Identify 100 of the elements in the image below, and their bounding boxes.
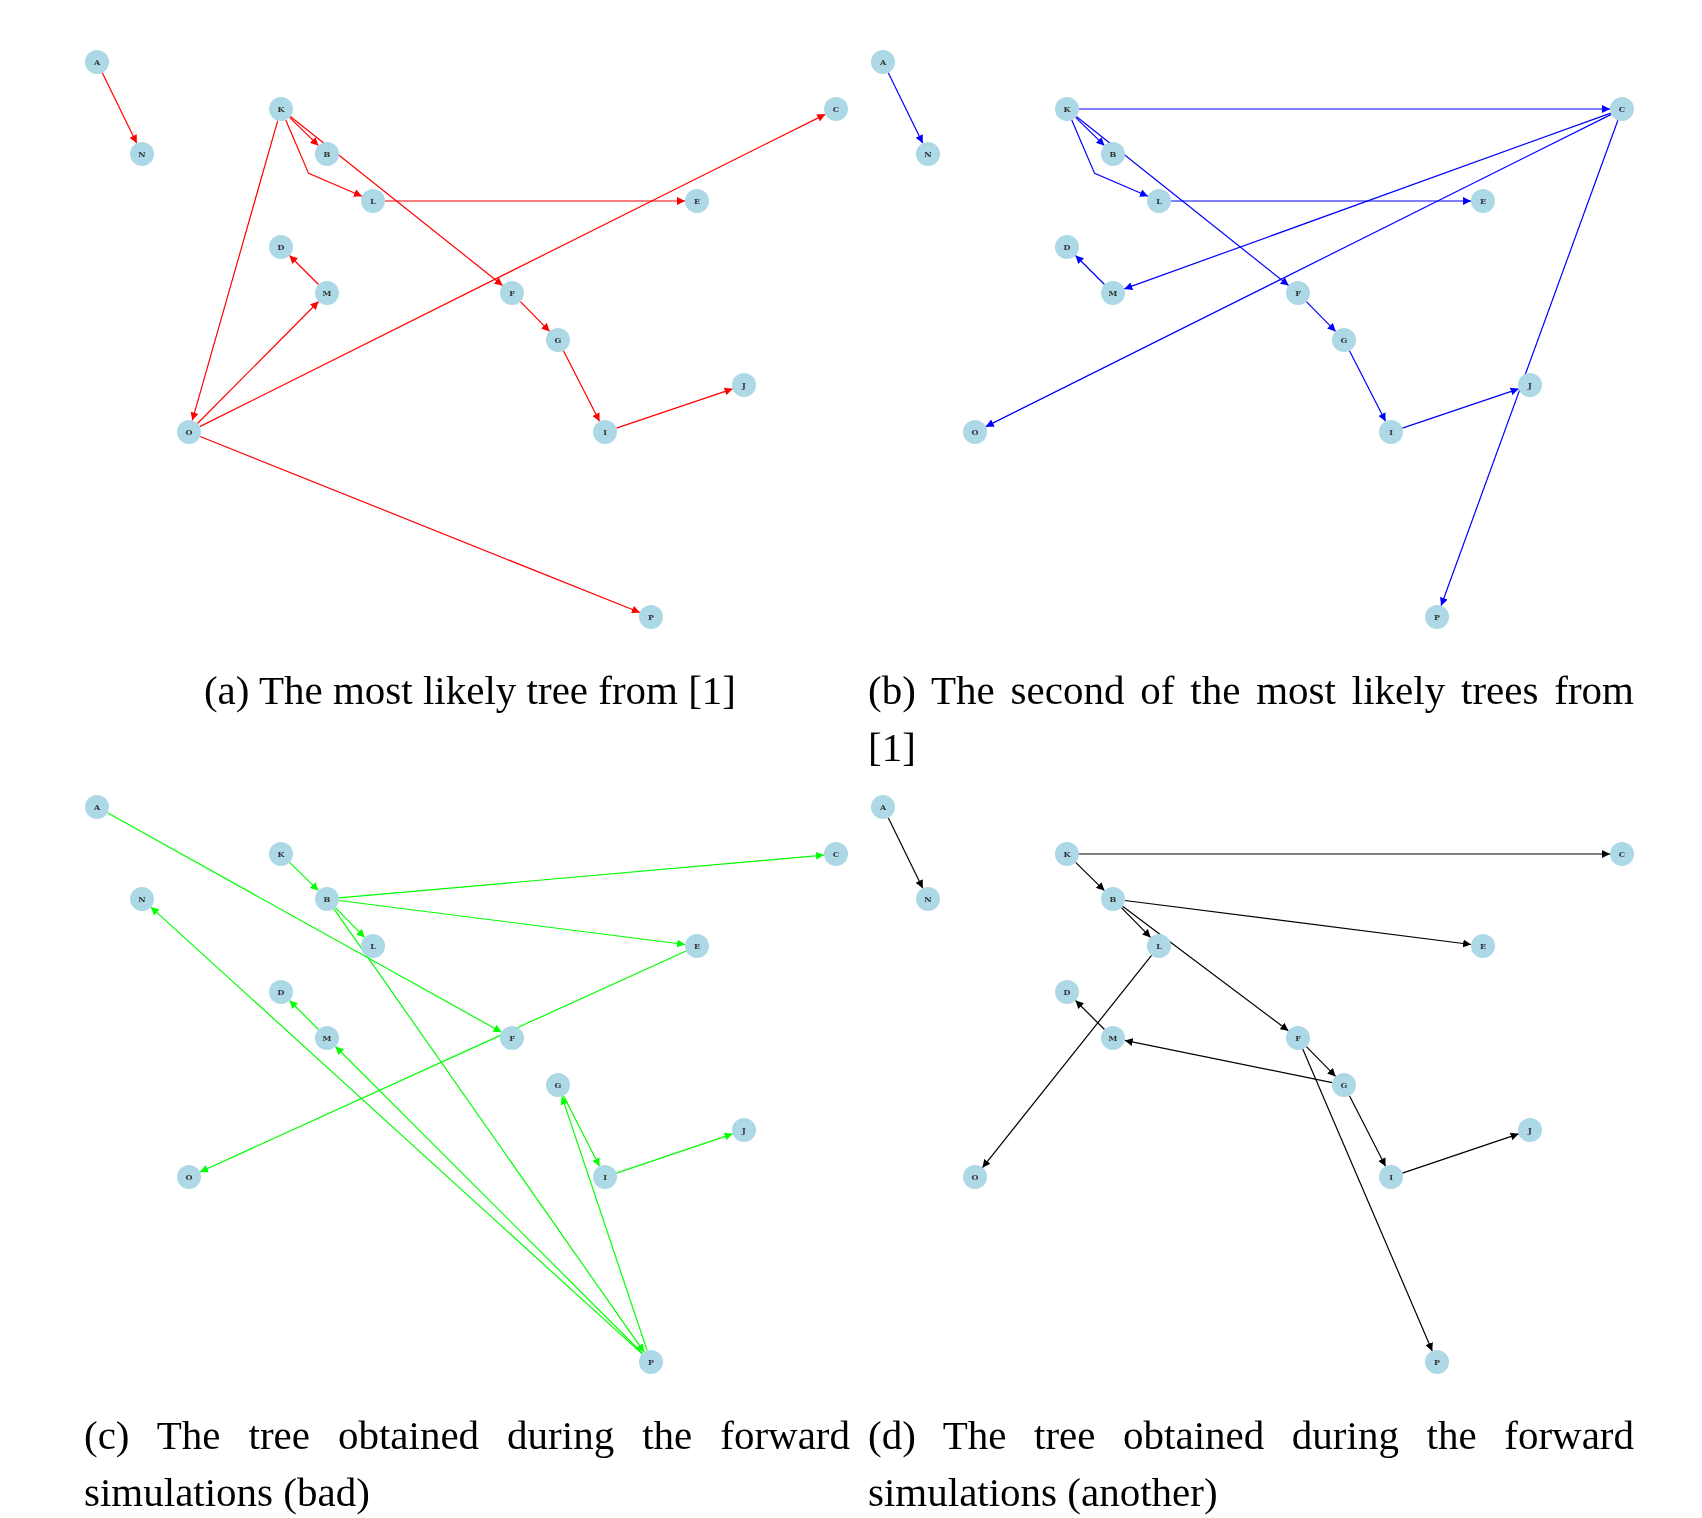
graph-node: L	[1147, 189, 1171, 213]
arrow	[1074, 254, 1106, 286]
arrow	[615, 1132, 734, 1174]
graph-node: F	[1286, 281, 1310, 305]
graph-node: J	[1518, 373, 1542, 397]
arrow	[1075, 116, 1105, 147]
arrow	[1302, 1048, 1433, 1352]
graph-node: E	[1471, 934, 1495, 958]
caption: (b) The second of the most likely trees from [1]	[868, 666, 1634, 772]
graph-node: E	[685, 189, 709, 213]
arrow	[334, 1045, 644, 1355]
arrow	[1348, 1095, 1387, 1167]
graph-node: J	[1518, 1118, 1542, 1142]
graph-node: D	[1055, 235, 1079, 259]
graph-node: C	[824, 97, 848, 121]
graph-node: N	[130, 887, 154, 911]
arrow	[615, 387, 734, 429]
arrow	[562, 350, 601, 422]
graph-node: A	[85, 795, 109, 819]
graph-node: J	[732, 373, 756, 397]
arrow	[562, 1095, 601, 1167]
arrow	[985, 113, 1612, 428]
graph-node: P	[639, 1350, 663, 1374]
arrow	[1074, 999, 1106, 1031]
arrow	[199, 950, 687, 1173]
arrow	[560, 1095, 648, 1352]
graph-node: F	[1286, 1026, 1310, 1050]
graph-node: D	[1055, 980, 1079, 1004]
graph-node: A	[871, 795, 895, 819]
graph-node: L	[361, 934, 385, 958]
graph-node: K	[1055, 842, 1079, 866]
arrow	[384, 197, 686, 205]
graph-node: D	[269, 980, 293, 1004]
arrow	[190, 119, 279, 422]
graph-node: I	[1379, 420, 1403, 444]
graph-node: L	[361, 189, 385, 213]
arrow	[338, 851, 825, 899]
arrow	[887, 817, 924, 889]
arrow	[1078, 850, 1611, 858]
arrow	[101, 72, 138, 144]
arrow	[1071, 119, 1149, 197]
arrow	[199, 113, 826, 428]
graph-node: K	[269, 97, 293, 121]
caption: (a) The most likely tree from [1]	[202, 666, 738, 715]
graph-node: I	[1379, 1165, 1403, 1189]
arrow	[1305, 300, 1337, 333]
arrow	[1122, 905, 1289, 1032]
arrow	[1170, 197, 1472, 205]
arrow	[1123, 112, 1612, 290]
graph-node: G	[1332, 1073, 1356, 1097]
graph-node: O	[963, 420, 987, 444]
arrow	[338, 899, 686, 948]
graph-node: K	[1055, 97, 1079, 121]
arrow	[1440, 119, 1619, 607]
graph-node: L	[1147, 934, 1171, 958]
graph-node: P	[1425, 605, 1449, 629]
graph-node: A	[871, 50, 895, 74]
arrow	[288, 116, 320, 147]
graph-node: J	[732, 1118, 756, 1142]
graph-node: P	[1425, 1350, 1449, 1374]
arrow	[106, 812, 503, 1033]
arrow	[1075, 115, 1290, 287]
arrow	[1124, 1038, 1333, 1084]
graph-node: D	[269, 235, 293, 259]
arrow	[196, 300, 320, 425]
arrow	[150, 906, 643, 1355]
graph-node: P	[639, 605, 663, 629]
graph-node: G	[546, 328, 570, 352]
graph-node: B	[315, 142, 339, 166]
graph-node: C	[1610, 842, 1634, 866]
caption: (c) The tree obtained during the forward simulations (bad)	[84, 1411, 850, 1517]
graph-node: N	[916, 142, 940, 166]
arrow	[334, 907, 366, 938]
graph-node: B	[1101, 887, 1125, 911]
arrow	[333, 908, 645, 1353]
graph-node: M	[1101, 281, 1125, 305]
graph-node: B	[315, 887, 339, 911]
graph-node: N	[130, 142, 154, 166]
arrow	[289, 115, 504, 287]
arrow	[199, 435, 641, 614]
graph-node: K	[269, 842, 293, 866]
arrow	[288, 254, 320, 286]
graph-node: O	[177, 1165, 201, 1189]
graph-node: C	[824, 842, 848, 866]
graph-node: I	[593, 1165, 617, 1189]
arrow	[1120, 907, 1152, 938]
arrow	[981, 954, 1153, 1169]
graph-node: G	[546, 1073, 570, 1097]
graph-node: C	[1610, 97, 1634, 121]
graph-node: I	[593, 420, 617, 444]
graph-node: M	[315, 281, 339, 305]
graph-node: M	[315, 1026, 339, 1050]
arrow	[1078, 105, 1611, 113]
arrow	[1305, 1046, 1337, 1077]
graph-node: G	[1332, 328, 1356, 352]
graph-node: O	[963, 1165, 987, 1189]
caption: (d) The tree obtained during the forward simulations (another)	[868, 1411, 1634, 1517]
graph-node: E	[1471, 189, 1495, 213]
graph-node: N	[916, 887, 940, 911]
arrow	[285, 119, 363, 197]
